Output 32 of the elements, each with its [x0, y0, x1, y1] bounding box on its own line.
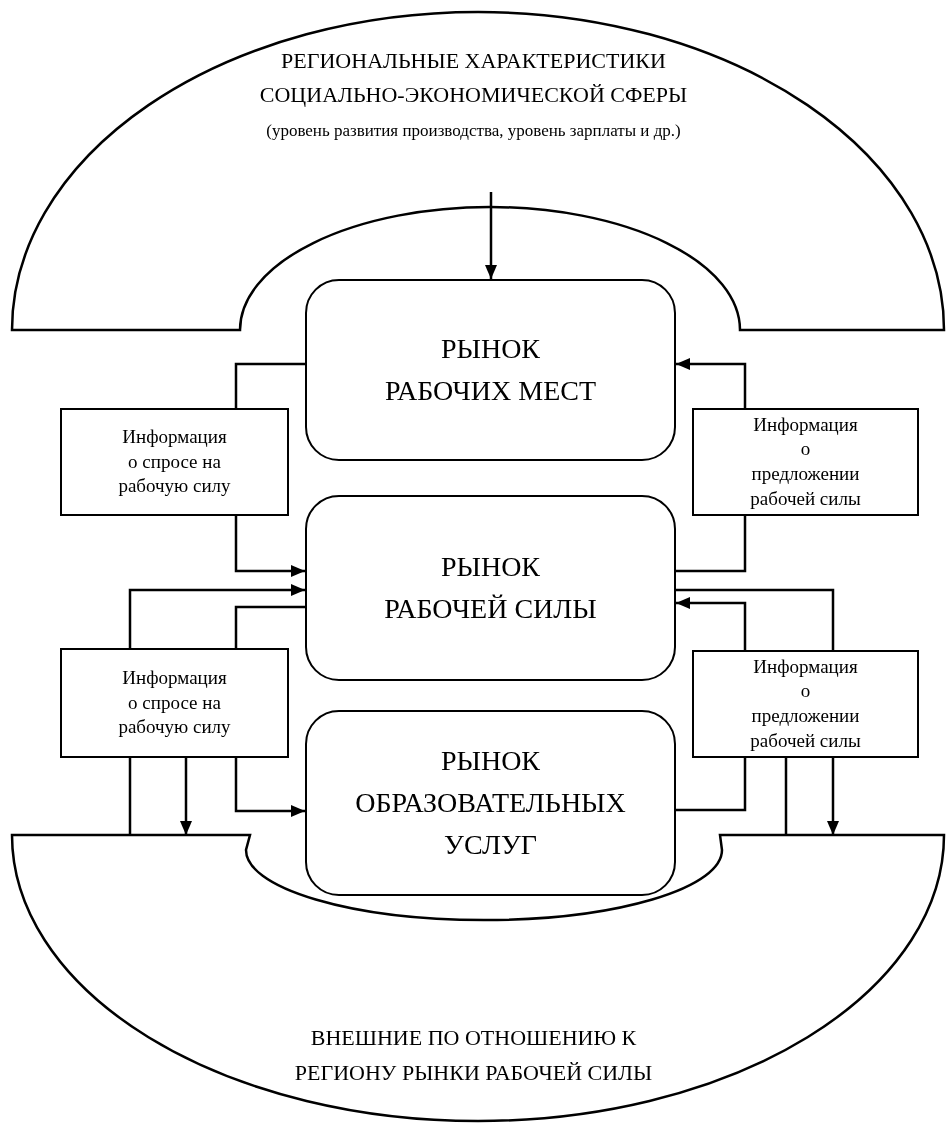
market-title: РЫНОК РАБОЧЕЙ СИЛЫ [383, 550, 598, 626]
market-box [305, 279, 676, 461]
info-text: Информация о предложении рабочей силы [749, 412, 862, 511]
arrow [676, 358, 747, 408]
connector-line [234, 362, 305, 408]
info-text: Информация о спросе на рабочую силу [117, 424, 232, 499]
market-box [305, 495, 676, 681]
market-title: РЫНОК РАБОЧИХ МЕСТ [383, 332, 597, 408]
connector-line [234, 605, 305, 648]
arrow [676, 597, 747, 650]
info-box [60, 648, 289, 758]
region-title: ВНЕШНИЕ ПО ОТНОШЕНИЮ К РЕГИОНУ РЫНКИ РАБОЧЕЙ СИЛЫ [293, 1024, 654, 1088]
connector-line [676, 516, 747, 573]
info-box [692, 408, 919, 516]
info-text: Информация о спросе на рабочую силу [117, 665, 232, 740]
arrow [128, 584, 305, 648]
info-text: Информация о предложении рабочей силы [749, 654, 862, 753]
region-title: РЕГИОНАЛЬНЫЕ ХАРАКТЕРИСТИКИ СОЦИАЛЬНО-ЭКОНОМИЧЕСКОЙ СФЕРЫ [258, 47, 689, 110]
connector-line [676, 758, 747, 812]
region-note: (уровень развития производства, уровень зарплаты и др.) [265, 120, 682, 142]
market-title: РЫНОК ОБРАЗОВАТЕЛЬНЫХ УСЛУГ [354, 744, 627, 862]
info-box [692, 650, 919, 758]
arrow [827, 758, 839, 835]
arrow [234, 516, 305, 577]
arrow [234, 758, 305, 817]
market-box [305, 710, 676, 896]
connector-line [128, 758, 132, 835]
connector-line [784, 758, 788, 835]
arrow [180, 758, 192, 835]
connector-line [676, 588, 835, 650]
info-box [60, 408, 289, 516]
arrow [485, 192, 497, 279]
